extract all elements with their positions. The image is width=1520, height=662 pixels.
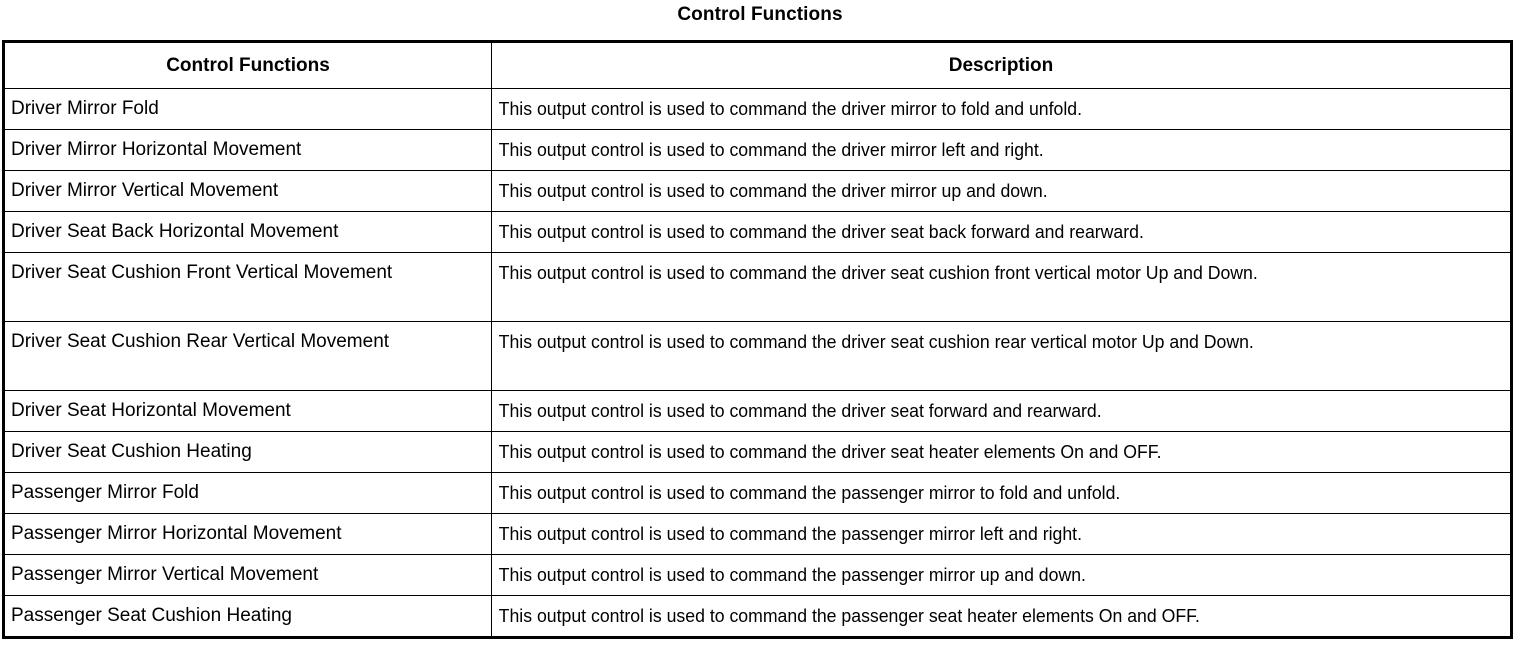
description-text: This output control is used to command t… <box>498 482 1121 503</box>
table-row: Passenger Mirror Fold This output control… <box>3 472 1512 514</box>
control-function-text: Passenger Mirror Horizontal Movement <box>11 523 342 544</box>
description-text: This output control is used to command t… <box>498 262 1258 283</box>
cell-description: This output control is used to command t… <box>491 252 1512 322</box>
cell-control-function: Passenger Mirror Fold <box>3 472 492 514</box>
control-function-text: Driver Mirror Horizontal Movement <box>11 139 302 160</box>
table-row: Driver Mirror Fold This output control is… <box>3 88 1512 130</box>
control-functions-table: Control Functions Description Driver Mir… <box>2 40 1513 639</box>
description-text: This output control is used to command t… <box>498 331 1254 352</box>
description-text: This output control is used to command t… <box>498 400 1102 421</box>
description-text: This output control is used to command t… <box>498 605 1200 626</box>
cell-description: This output control is used to command t… <box>491 321 1512 391</box>
table-header-row: Control Functions Description <box>3 41 1512 89</box>
cell-control-function: Driver Mirror Horizontal Movement <box>3 129 492 171</box>
column-header-control-functions: Control Functions <box>3 41 492 89</box>
cell-description: This output control is used to command t… <box>491 431 1512 473</box>
cell-control-function: Driver Seat Cushion Heating <box>3 431 492 473</box>
cell-control-function: Passenger Seat Cushion Heating <box>3 595 492 638</box>
table-row: Driver Seat Cushion Rear Vertical Moveme… <box>3 321 1512 391</box>
cell-control-function: Driver Seat Cushion Front Vertical Movem… <box>3 252 492 322</box>
table-row: Driver Seat Cushion Heating This output c… <box>3 431 1512 473</box>
control-function-text: Driver Seat Cushion Rear Vertical Moveme… <box>11 331 390 352</box>
control-function-text: Driver Seat Back Horizontal Movement <box>11 221 339 242</box>
cell-control-function: Driver Mirror Fold <box>3 88 492 130</box>
cell-control-function: Driver Mirror Vertical Movement <box>3 170 492 212</box>
table-row: Driver Seat Horizontal Movement This outp… <box>3 390 1512 432</box>
control-functions-table-wrapper: Control Functions Description Driver Mir… <box>2 40 1513 639</box>
cell-description: This output control is used to command t… <box>491 472 1512 514</box>
description-text: This output control is used to command t… <box>498 139 1044 160</box>
cell-description: This output control is used to command t… <box>491 513 1512 555</box>
table-row: Driver Mirror Vertical Movement This outp… <box>3 170 1512 212</box>
cell-description: This output control is used to command t… <box>491 595 1512 638</box>
cell-description: This output control is used to command t… <box>491 554 1512 596</box>
cell-control-function: Passenger Mirror Vertical Movement <box>3 554 492 596</box>
control-function-text: Driver Seat Horizontal Movement <box>11 400 291 421</box>
control-function-text: Passenger Mirror Fold <box>11 482 199 503</box>
control-function-text: Driver Mirror Vertical Movement <box>11 180 279 201</box>
description-text: This output control is used to command t… <box>498 441 1162 462</box>
cell-description: This output control is used to command t… <box>491 211 1512 253</box>
table-header: Control Functions Description <box>3 41 1512 89</box>
table-row: Driver Seat Cushion Front Vertical Movem… <box>3 252 1512 322</box>
table-row: Driver Mirror Horizontal Movement This ou… <box>3 129 1512 171</box>
cell-control-function: Driver Seat Back Horizontal Movement <box>3 211 492 253</box>
cell-description: This output control is used to command t… <box>491 88 1512 130</box>
description-text: This output control is used to command t… <box>498 523 1083 544</box>
control-function-text: Passenger Seat Cushion Heating <box>11 605 292 626</box>
page-title: Control Functions <box>677 4 843 25</box>
description-text: This output control is used to command t… <box>498 180 1048 201</box>
cell-description: This output control is used to command t… <box>491 170 1512 212</box>
table-row: Passenger Seat Cushion Heating This outpu… <box>3 595 1512 638</box>
table-row: Driver Seat Back Horizontal Movement This… <box>3 211 1512 253</box>
cell-control-function: Driver Seat Cushion Rear Vertical Moveme… <box>3 321 492 391</box>
control-function-text: Driver Seat Cushion Front Vertical Movem… <box>11 262 393 283</box>
control-function-text: Passenger Mirror Vertical Movement <box>11 564 319 585</box>
description-text: This output control is used to command t… <box>498 221 1144 242</box>
table-row: Passenger Mirror Vertical Movement This o… <box>3 554 1512 596</box>
cell-control-function: Driver Seat Horizontal Movement <box>3 390 492 432</box>
cell-control-function: Passenger Mirror Horizontal Movement <box>3 513 492 555</box>
description-text: This output control is used to command t… <box>498 98 1083 119</box>
control-function-text: Driver Mirror Fold <box>11 98 159 119</box>
table-row: Passenger Mirror Horizontal Movement This… <box>3 513 1512 555</box>
cell-description: This output control is used to command t… <box>491 390 1512 432</box>
description-text: This output control is used to command t… <box>498 564 1086 585</box>
column-header-description: Description <box>491 41 1512 89</box>
control-function-text: Driver Seat Cushion Heating <box>11 441 252 462</box>
cell-description: This output control is used to command t… <box>491 129 1512 171</box>
